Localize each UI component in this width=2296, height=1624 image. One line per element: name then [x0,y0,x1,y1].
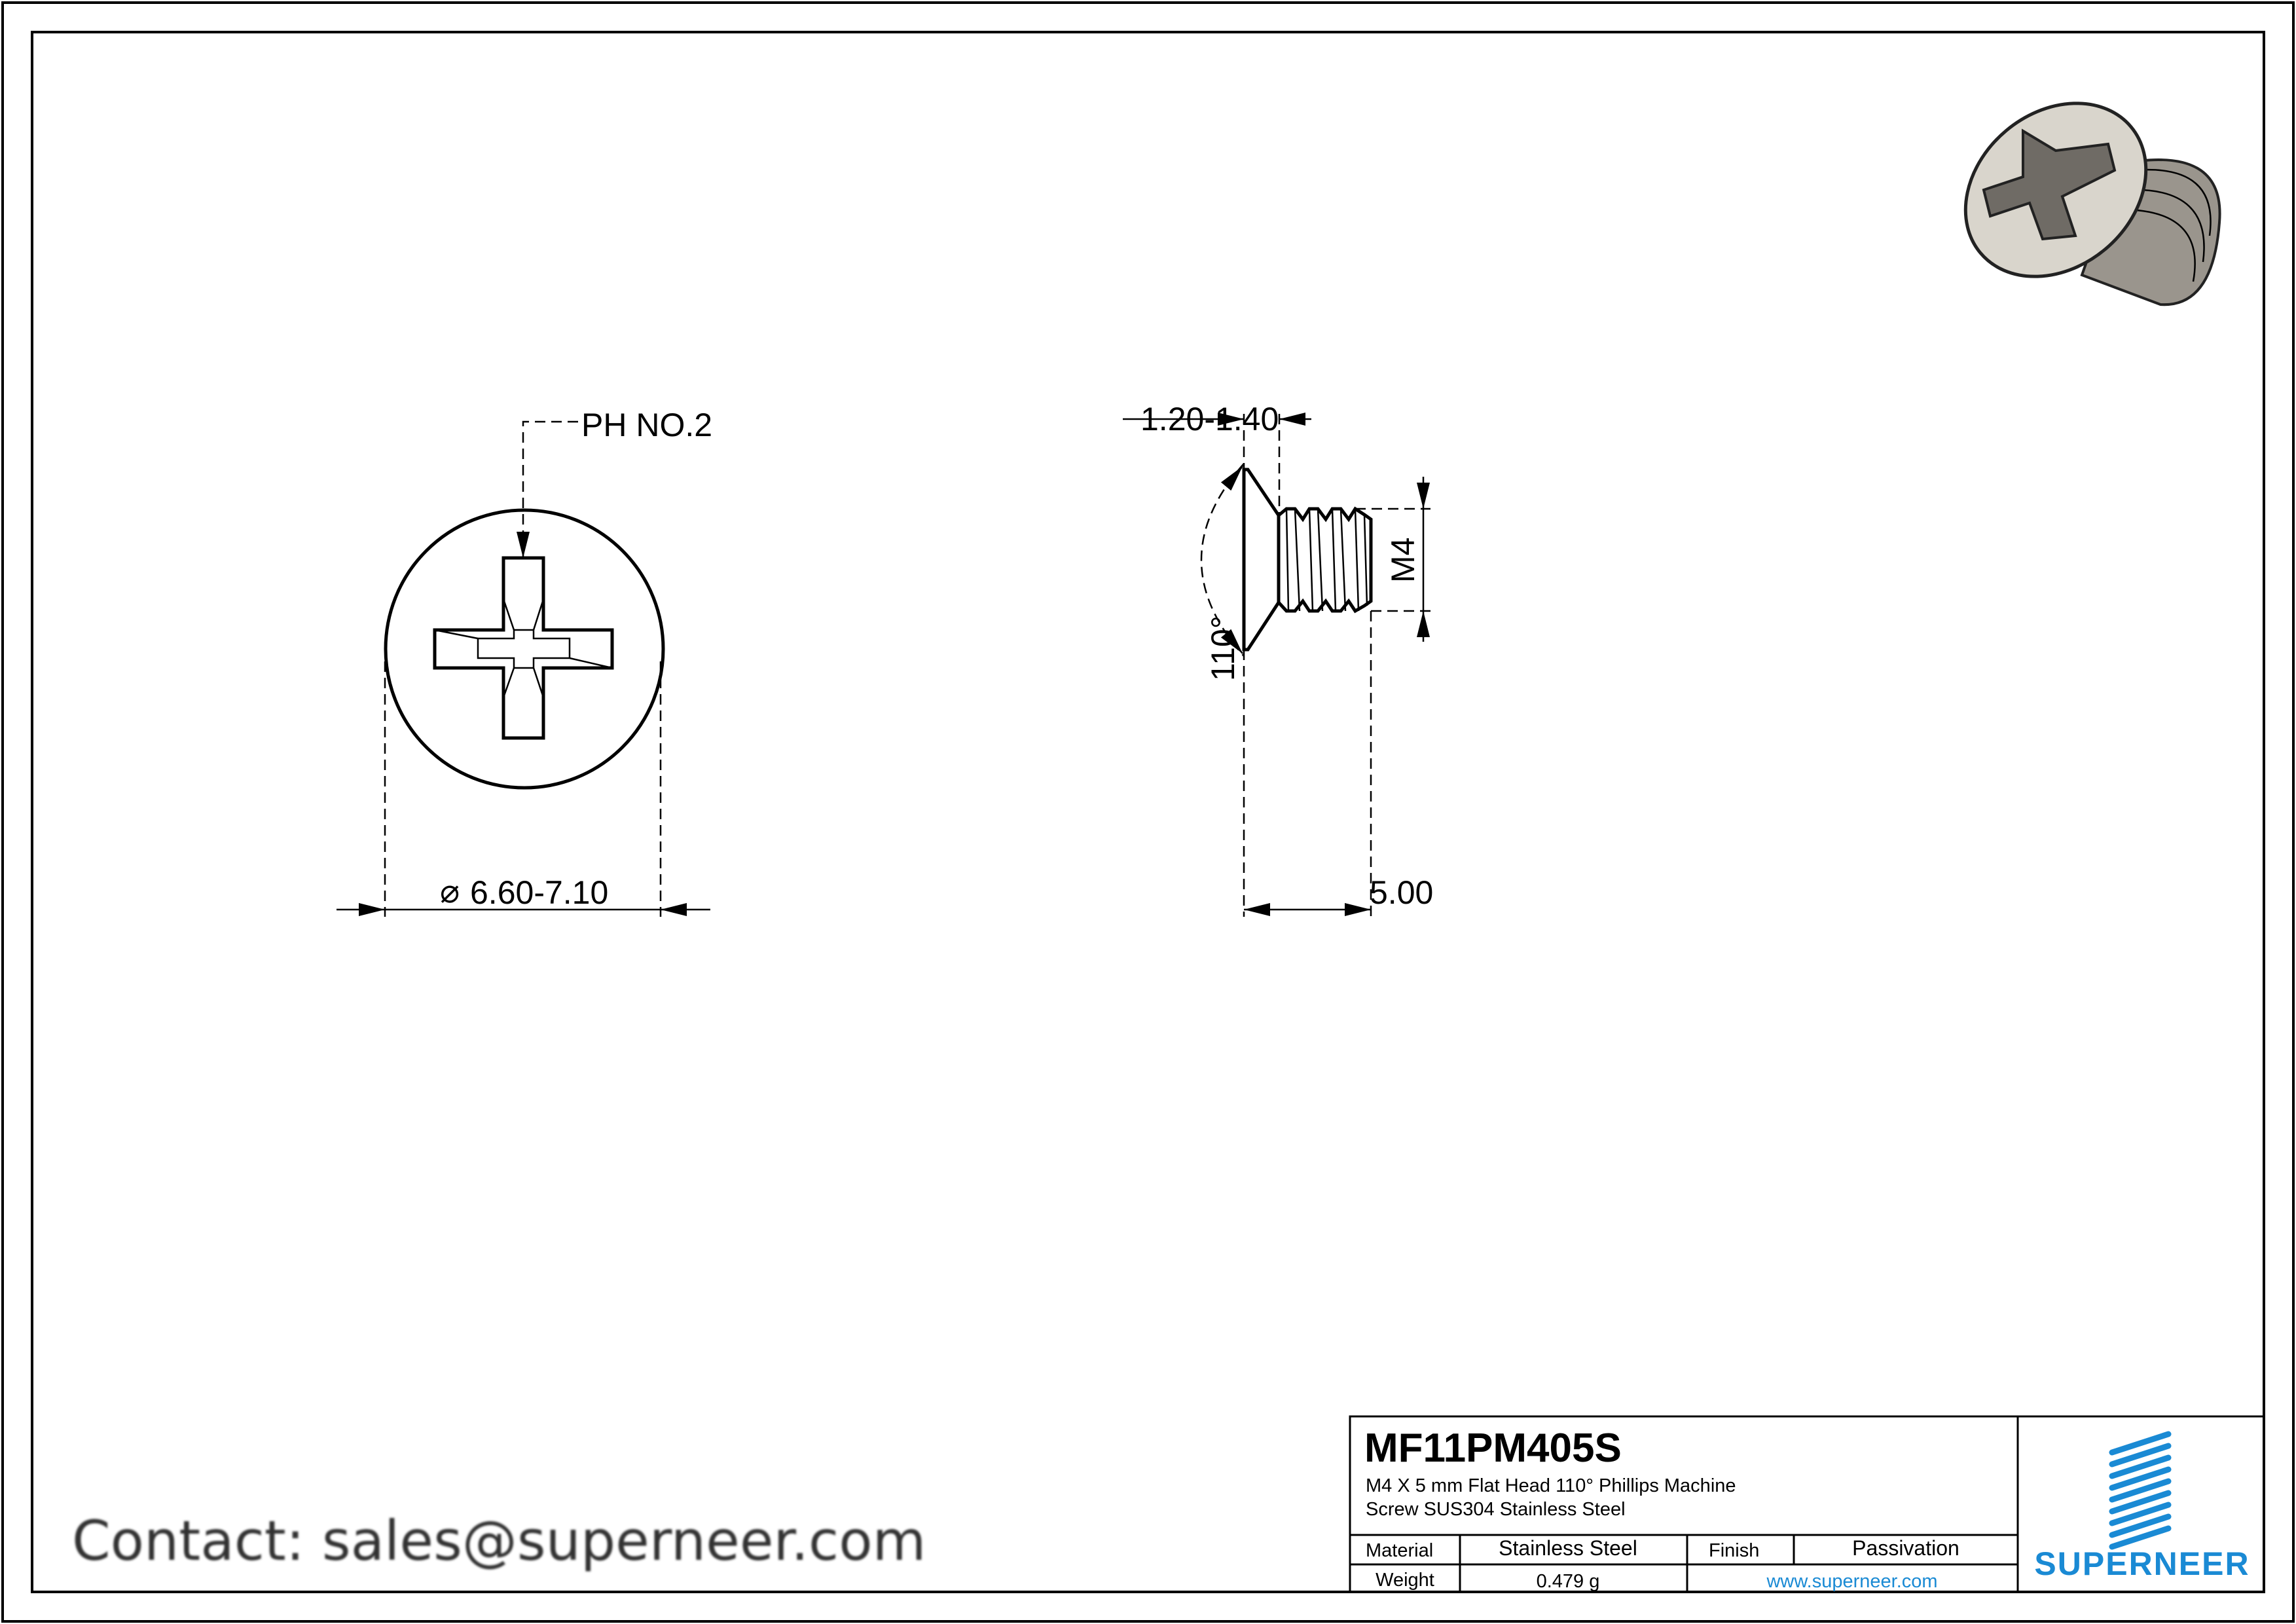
inner-border [31,31,2265,1593]
superneer-logo-icon [2109,1431,2172,1550]
thread-hatching [1285,508,1368,612]
weight-value: 0.479 g [1537,1571,1600,1592]
diameter-symbol: ⌀ [440,873,460,910]
angle-label: 110° [1205,616,1241,681]
head-profile [1242,468,1281,652]
front-view: PH NO.2 ⌀ 6.60-7.10 [337,407,712,917]
recess-inner-lines [434,599,613,698]
material-value: Stainless Steel [1499,1536,1637,1560]
thread-outline [1277,506,1373,614]
phillips-recess [433,556,614,740]
title-block: MF11PM405S M4 X 5 mm Flat Head 110° Phil… [1349,1415,2265,1593]
length-label: 5.00 [1370,874,1433,911]
weight-label: Weight [1376,1570,1434,1591]
extension-lines [384,661,662,917]
part-number: MF11PM405S [1364,1426,1622,1471]
website-link[interactable]: www.superneer.com [1766,1571,1937,1592]
head-outline [384,508,665,790]
recess-label: PH NO.2 [581,407,712,443]
contact-text: Contact: sales@superneer.com [72,1509,926,1573]
thread-label: M4 [1385,538,1421,583]
description-line-2: Screw SUS304 Stainless Steel [1366,1499,1626,1520]
leader-line [522,420,578,550]
screw-3d-render [1963,101,2221,306]
finish-value: Passivation [1852,1536,1959,1560]
material-label: Material [1366,1540,1433,1561]
brand-name: SUPERNEER [2034,1545,2250,1582]
head-height-label: 1.20-1.40 [1140,401,1279,437]
description-line-1: M4 X 5 mm Flat Head 110° Phillips Machin… [1366,1475,1736,1496]
side-view: 1.20-1.40 110° M4 5.00 [1123,401,1433,917]
finish-label: Finish [1709,1540,1759,1561]
diameter-label: 6.60-7.10 [470,874,608,911]
